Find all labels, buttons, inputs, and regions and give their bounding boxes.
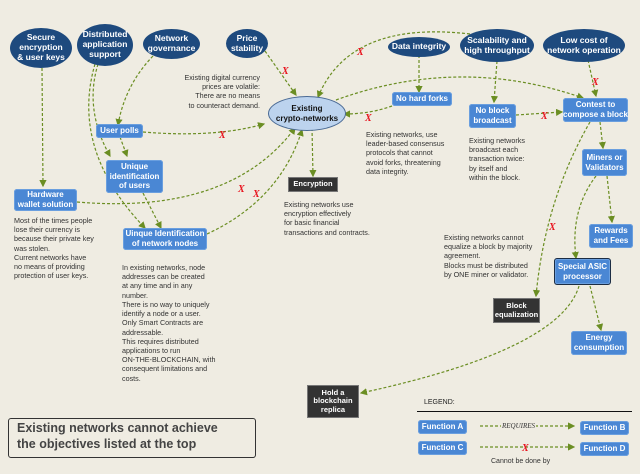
link-contest-to-miners [598, 121, 606, 150]
function-special-asic-processor: Special ASIC processor [554, 258, 611, 285]
legend-function-b: Function B [580, 421, 629, 435]
link-unique-users-to-nodes [142, 192, 162, 230]
note-price-volatility: Existing digital currency prices are vol… [184, 73, 260, 110]
link-governance-to-userpolls [115, 55, 154, 127]
cross-mark: X [218, 130, 226, 141]
function-rewards-fees: Rewards and Fees [589, 224, 633, 248]
note-node-identification: In existing networks, node addresses can… [122, 263, 216, 383]
capability-block-equalization: Block equalization [493, 298, 540, 323]
capability-hold-blockchain-replica: Hold a blockchain replica [307, 385, 359, 418]
note-block-equalization: Existing networks cannot equalize a bloc… [444, 233, 533, 279]
note-block-broadcast: Existing networks broadcast each transac… [469, 136, 525, 182]
goal-secure-encryption: Secure encryption & user keys [10, 28, 72, 68]
cross-mark: X [252, 189, 260, 200]
link-noblock-to-contest [515, 108, 564, 116]
existing-crypto-networks-node: Existing crypto-networks [268, 96, 346, 131]
link-secure-to-wallet [39, 67, 47, 188]
link-wallet-to-existing [76, 127, 296, 205]
goal-low-cost: Low cost of network operation [543, 29, 625, 62]
link-miners-to-rewards [606, 175, 615, 224]
conclusion-box: Existing networks cannot achieve the obj… [8, 418, 256, 458]
function-unique-identification-users: Unique identification of users [106, 160, 163, 193]
function-hardware-wallet: Hardware wallet solution [14, 189, 77, 211]
capability-encryption: Encryption [288, 177, 338, 192]
legend-function-d: Function D [580, 442, 629, 456]
link-price-to-existing [264, 50, 297, 96]
goal-network-governance: Network governance [143, 29, 200, 59]
cross-mark: X [521, 443, 529, 454]
link-miners-to-asic [571, 175, 597, 260]
cross-mark: X [364, 113, 372, 124]
goal-price-stability: Price stability [226, 29, 268, 58]
note-encryption: Existing networks use encryption effecti… [284, 200, 370, 237]
function-user-polls: User polls [96, 124, 143, 138]
function-contest-compose-block: Contest to compose a block [563, 98, 628, 122]
legend-requires-label: REQUIRES [501, 422, 537, 430]
legend-function-a: Function A [418, 420, 467, 434]
link-dapps-to-unique-nodes [88, 63, 146, 229]
goal-distributed-application-support: Distributed application support [77, 24, 133, 66]
link-existing-to-contest [335, 76, 585, 101]
goal-scalability: Scalability and high throughput [460, 29, 534, 62]
link-asic-to-replica [359, 285, 580, 396]
link-userpolls-to-unique-users [119, 136, 129, 158]
link-lowcost-to-contest [587, 59, 599, 98]
legend-title: LEGEND: [424, 399, 455, 406]
legend-divider [417, 411, 632, 412]
cross-mark: X [281, 66, 289, 77]
link-scalability-to-noblock [490, 60, 499, 104]
function-miners-validators: Miners or Validators [582, 149, 627, 176]
link-scalability-to-existing [316, 31, 471, 99]
cross-mark: X [548, 222, 556, 233]
link-userpolls-to-existing [142, 122, 266, 135]
link-existing-to-encryption [309, 127, 317, 178]
function-no-block-broadcast: No block broadcast [469, 104, 516, 128]
cross-mark: X [591, 77, 599, 88]
link-asic-to-energy [589, 285, 604, 332]
cross-mark: X [540, 111, 548, 122]
goal-data-integrity: Data integrity [388, 37, 450, 57]
cross-mark: X [356, 47, 364, 58]
function-no-hard-forks: No hard forks [392, 92, 452, 106]
legend-cannot-label: Cannot be done by [491, 458, 551, 465]
note-user-keys: Most of the times people lose their curr… [14, 216, 94, 281]
link-dapps-to-unique-users [92, 63, 111, 158]
cross-mark: X [237, 184, 245, 195]
legend-function-c: Function C [418, 441, 467, 455]
note-hard-forks: Existing networks, use leader-based cons… [366, 130, 445, 176]
function-energy-consumption: Energy consumption [571, 331, 627, 355]
link-contest-to-equalization [532, 121, 591, 298]
function-unique-identification-nodes: Uinque Identification of network nodes [123, 228, 207, 250]
